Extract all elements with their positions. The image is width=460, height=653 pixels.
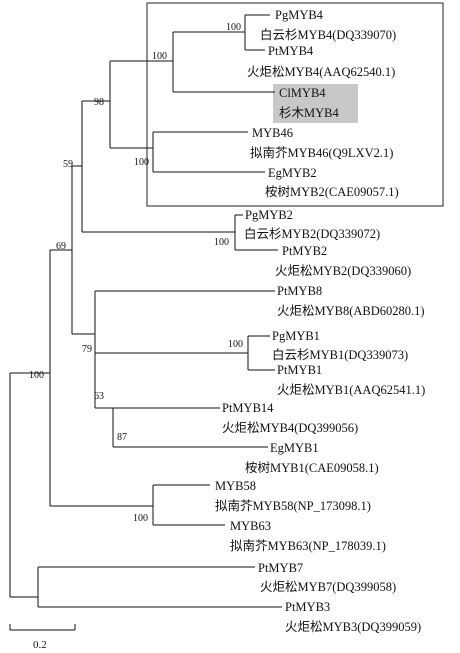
cl-myb4-highlight: [273, 84, 358, 123]
leaf-eg-myb2: EgMYB2: [268, 166, 317, 180]
leaf-myb63: MYB63: [230, 519, 271, 533]
leaf-myb46-cn: 拟南芥MYB46(Q9LXV2.1): [250, 145, 393, 160]
bootstrap-boxed-plus-myb2: 59: [63, 159, 73, 170]
leaf-labels: PgMYB4 白云杉MYB4(DQ339070) PtMYB4 火炬松MYB4(…: [215, 8, 425, 634]
bootstrap-myb8-myb1: 79: [82, 344, 92, 355]
bootstrap-myb2-pair: 100: [214, 237, 229, 248]
leaf-pg-myb4-cn: 白云杉MYB4(DQ339070): [260, 27, 396, 42]
leaf-pt-myb3: PtMYB3: [285, 600, 330, 614]
leaf-pt-myb8-cn: 火炬松MYB8(ABD60280.1): [277, 304, 425, 318]
leaf-pt-myb1: PtMYB1: [277, 363, 322, 377]
leaf-pt-myb14: PtMYB14: [222, 401, 274, 415]
leaf-cl-myb4-cn: 杉木MYB4: [279, 106, 339, 120]
bootstrap-myb4-group: 100: [152, 51, 167, 62]
leaf-pt-myb4: PtMYB4: [268, 44, 314, 58]
leaf-myb46: MYB46: [252, 126, 293, 140]
leaf-pt-myb8: PtMYB8: [277, 284, 322, 298]
leaf-pg-myb4: PgMYB4: [275, 8, 324, 22]
bootstrap-myb8-myb1-myb14: 63: [94, 391, 104, 402]
scale-bar-label: 0.2: [33, 639, 47, 651]
leaf-pt-myb14-cn: 火炬松MYB4(DQ399056): [222, 421, 358, 435]
leaf-eg-myb1-cn: 桉树MYB1(CAE09058.1): [245, 460, 379, 475]
leaf-pt-myb2: PtMYB2: [282, 244, 327, 258]
bootstrap-root-ingroup: 100: [29, 370, 44, 381]
leaf-myb58-cn: 拟南芥MYB58(NP_173098.1): [215, 498, 371, 513]
bootstrap-main-group: 69: [56, 241, 66, 252]
bootstrap-myb14-eg: 87: [117, 432, 127, 443]
leaf-eg-myb2-cn: 桉树MYB2(CAE09057.1): [265, 184, 399, 199]
bootstrap-myb4-cl-clade: 98: [94, 97, 104, 108]
leaf-myb63-cn: 拟南芥MYB63(NP_178039.1): [230, 538, 386, 553]
bootstrap-myb46-eg: 100: [134, 157, 149, 168]
leaf-pt-myb7-cn: 火炬松MYB7(DQ399058): [260, 580, 396, 594]
leaf-pt-myb3-cn: 火炬松MYB3(DQ399059): [285, 620, 421, 634]
leaf-pt-myb7: PtMYB7: [258, 561, 303, 575]
leaf-eg-myb1: EgMYB1: [270, 441, 319, 455]
bootstrap-pg-pt-myb1: 100: [228, 339, 243, 350]
leaf-pt-myb4-cn: 火炬松MYB4(AAQ62540.1): [247, 65, 395, 79]
leaf-pg-myb1-cn: 白云杉MYB1(DQ339073): [272, 347, 408, 362]
scale-bar: 0.2: [9, 624, 76, 651]
bootstrap-pg-pt-myb4: 100: [226, 22, 241, 33]
tree-branches: [9, 14, 282, 608]
leaf-pg-myb2-cn: 白云杉MYB2(DQ339072): [244, 226, 380, 241]
bootstrap-values: 100 100 98 100 59 100 69 100 79 63 87 10…: [29, 22, 243, 524]
bootstrap-myb58-63: 100: [133, 513, 148, 524]
leaf-pg-myb1: PgMYB1: [272, 329, 320, 343]
myb4-clade-box: [146, 2, 444, 207]
leaf-pt-myb2-cn: 火炬松MYB2(DQ339060): [275, 264, 411, 278]
leaf-pg-myb2: PgMYB2: [245, 208, 293, 222]
leaf-myb58: MYB58: [215, 479, 256, 493]
leaf-cl-myb4: ClMYB4: [279, 86, 326, 100]
leaf-pt-myb1-cn: 火炬松MYB1(AAQ62541.1): [277, 383, 425, 397]
